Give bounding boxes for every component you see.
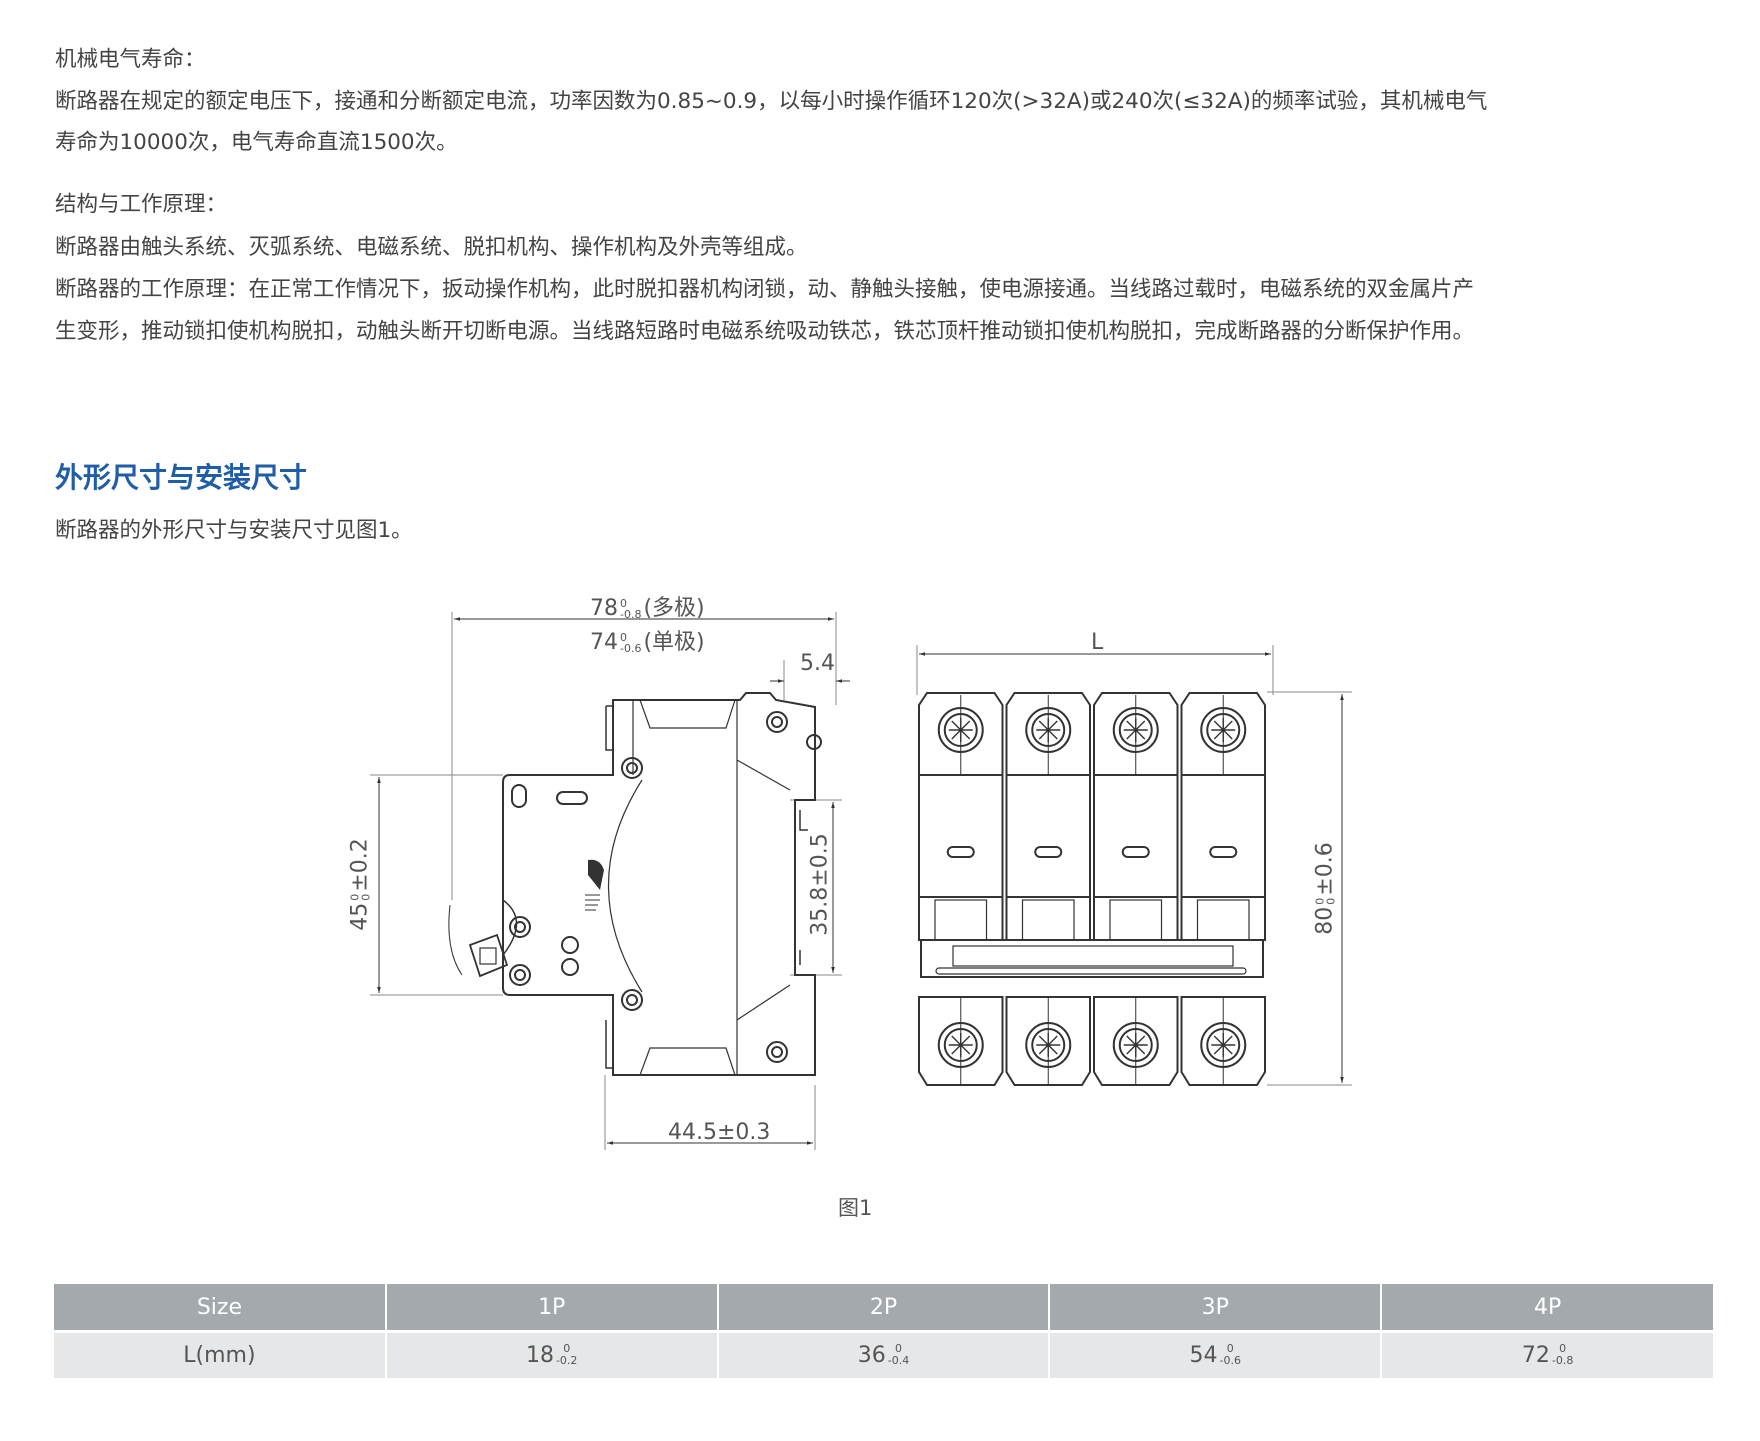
pole-handle-base — [918, 896, 1004, 941]
dim-offset: 5.4 — [800, 651, 835, 676]
pole-body — [918, 774, 1004, 898]
pole-handle-base — [1005, 896, 1091, 941]
pole-bottom-terminal — [918, 996, 1004, 1086]
structure-text-1: 断路器由触头系统、灭弧系统、电磁系统、脱扣机构、操作机构及外壳等组成。 — [55, 235, 808, 260]
structure-text-2: 断路器的工作原理：在正常工作情况下，扳动操作机构，此时脱扣器机构闭锁，动、静触头… — [55, 277, 1475, 302]
structure-title: 结构与工作原理： — [55, 192, 228, 217]
dimensions-intro: 断路器的外形尺寸与安装尺寸见图1。 — [55, 518, 413, 543]
life-title: 机械电气寿命： — [55, 47, 206, 72]
pole-handle-base — [1180, 896, 1266, 941]
pole-indicator-slot — [1209, 846, 1238, 858]
dimension-lines — [370, 612, 1352, 1150]
tie-bar-slot — [952, 945, 1234, 967]
table-header-row: Size 1P 2P 3P 4P — [54, 1284, 1713, 1333]
dim-length: L — [1091, 630, 1104, 655]
pole-indicator-slot — [1121, 846, 1150, 858]
life-text-1: 断路器在规定的额定电压下，接通和分断额定电流，功率因数为0.85~0.9，以每小… — [55, 89, 1488, 114]
life-text-2: 寿命为10000次，电气寿命直流1500次。 — [55, 130, 458, 155]
tie-bar-rail — [935, 967, 1247, 975]
pole-bottom-terminal — [1005, 996, 1091, 1086]
header-cell: 2P — [716, 1284, 1050, 1333]
pole-indicator-slot — [946, 846, 975, 858]
dimensions-heading: 外形尺寸与安装尺寸 — [55, 461, 308, 494]
pole-handle — [1021, 899, 1075, 941]
figure-caption: 图1 — [838, 1196, 873, 1220]
structure-text-3: 生变形，推动锁扣使机构脱扣，动触头断开切断电源。当线路短路时电磁系统吸动铁芯，铁… — [55, 319, 1475, 344]
breaker-front-view — [918, 692, 1266, 1086]
header-cell: Size — [54, 1284, 386, 1333]
pole-handle — [1109, 899, 1163, 941]
pole-handle-base — [1093, 896, 1179, 941]
row-label: L(mm) — [54, 1331, 386, 1378]
breaker-side-view — [448, 692, 822, 1076]
header-cell: 3P — [1048, 1284, 1382, 1333]
pole-body — [1005, 774, 1091, 898]
pole-bottom-terminal — [1180, 996, 1266, 1086]
pole-bottom-terminal — [1093, 996, 1179, 1086]
pole-indicator-slot — [1034, 846, 1063, 858]
pole-body — [1180, 774, 1266, 898]
header-cell: 1P — [384, 1284, 718, 1333]
header-cell: 4P — [1380, 1284, 1713, 1333]
dim-depth: 44.5±0.3 — [668, 1120, 771, 1145]
pole-handle — [1196, 899, 1250, 941]
pole-body — [1093, 774, 1179, 898]
pole-handle — [934, 899, 988, 941]
dim-rail: 35.8±0.5 — [807, 833, 833, 936]
